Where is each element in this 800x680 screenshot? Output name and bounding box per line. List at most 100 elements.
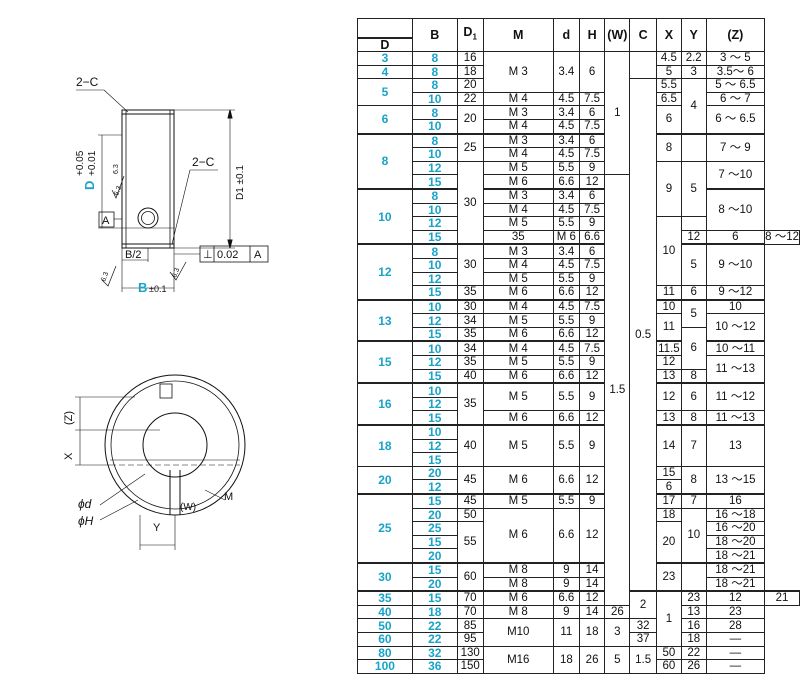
cell-d1: 70	[456, 590, 484, 606]
cell-m: M 5	[482, 424, 554, 467]
cell-x: 32	[629, 618, 657, 633]
cell-d-small: 11	[552, 618, 580, 647]
cell-y: 8	[680, 410, 707, 426]
datum-label: A	[102, 215, 110, 227]
cell-x: 23	[655, 561, 682, 592]
cell-d-small: 6.6	[552, 507, 580, 564]
cell-m: M 6	[552, 229, 580, 245]
cell-d-small: 3.4	[552, 105, 580, 120]
cell-b: 12	[411, 313, 458, 328]
cell-z: 11 ～13	[705, 410, 766, 426]
cell-d1: 34	[456, 340, 484, 357]
cell-x: 6.5	[655, 91, 682, 107]
cell-x: 37	[629, 631, 657, 647]
cell-c: 0.5	[629, 78, 657, 592]
cell-d: 18	[357, 424, 413, 467]
cell-z: —	[705, 659, 766, 674]
dim-d-tol-lower: +0.01	[87, 150, 98, 176]
cell-y: 8	[680, 465, 707, 495]
cell-d: 15	[357, 340, 413, 384]
cell-z: 9 ～10	[705, 243, 766, 287]
header-d1: D1	[456, 18, 484, 52]
cell-b: 22	[411, 618, 458, 633]
cell-m: M 5	[482, 216, 554, 231]
cell-d: 10	[357, 187, 413, 245]
cell-b: 10	[411, 340, 458, 357]
cell-b: 8	[411, 187, 458, 204]
header-w: (W)	[604, 18, 631, 52]
cell-m: M 4	[482, 147, 554, 162]
cell-x: 4.5	[655, 51, 682, 66]
cell-z: 10 ～11	[705, 340, 766, 357]
cell-m: M 8	[482, 561, 554, 578]
cell-d-small: 5.5	[552, 382, 580, 412]
cell-z: 10	[705, 298, 766, 315]
cell-x: 26	[604, 604, 631, 620]
cell-d-small: 3.4	[552, 51, 580, 93]
cell-x: 50	[655, 645, 682, 661]
cell-z: 6 ～ 7	[705, 91, 766, 107]
cell-b: 15	[411, 368, 458, 384]
cell-d-small: 6.6	[552, 174, 580, 190]
cell-d: 80	[357, 645, 413, 661]
cell-b: 15	[411, 174, 458, 190]
cell-d-small: 18	[552, 645, 580, 674]
dim-b-tol: ±0.1	[149, 284, 166, 294]
cell-h: 9	[578, 355, 606, 370]
cell-m: M 3	[482, 243, 554, 259]
cell-h: 7.5	[578, 147, 606, 162]
cell-d1: 30	[456, 298, 484, 315]
cell-b: 15	[411, 410, 458, 426]
cell-y: 4	[680, 78, 707, 135]
cell-z: 8 ～10	[705, 187, 766, 231]
cell-m: M 6	[482, 174, 554, 190]
cell-d1: 18	[456, 64, 484, 80]
cell-y: 7	[680, 492, 707, 509]
cell-d: 4	[357, 64, 413, 80]
cell-y: 3	[680, 64, 707, 80]
cell-x: 9	[655, 160, 682, 218]
cell-m: M 4	[482, 118, 554, 135]
cell-d1: 60	[456, 561, 484, 592]
cell-d: 100	[357, 659, 413, 674]
cell-x: 5.5	[655, 78, 682, 93]
cell-m: M 4	[482, 91, 554, 107]
cell-y: 16	[680, 618, 707, 633]
cell-z: 16 ～20	[705, 521, 766, 536]
cell-b: 18	[411, 604, 458, 620]
header-d: D	[357, 37, 413, 52]
roughness-mid: 6.3	[113, 164, 120, 174]
label-h: ϕH	[78, 514, 94, 528]
cell-y: 18	[680, 631, 707, 647]
cell-d1: 130	[456, 645, 484, 661]
collar-side-body	[121, 109, 175, 249]
cell-z: —	[705, 645, 766, 661]
cell-d1: 95	[456, 631, 484, 647]
cell-d-small: 6.6	[552, 368, 580, 384]
cell-z: 10 ～12	[705, 313, 766, 342]
cell-m: M 6	[482, 590, 554, 606]
header-z: (Z)	[705, 18, 766, 52]
roughness-bottom-right: 6.3	[171, 267, 181, 279]
cell-b: 15	[411, 285, 458, 301]
cell-d-small: 9	[552, 604, 580, 620]
cell-b: 12	[411, 479, 458, 495]
collar-front-bore	[142, 412, 208, 478]
cell-b: 10	[411, 382, 458, 398]
cell-d1: 85	[456, 618, 484, 633]
chamfer-right-label: 2−C	[192, 155, 215, 169]
cell-c: 1	[655, 590, 682, 647]
cell-x: 18	[655, 507, 682, 523]
cell-x: 14	[655, 424, 682, 467]
cell-b: 15	[411, 326, 458, 342]
cell-m: M 8	[482, 604, 554, 620]
cell-b: 12	[411, 216, 458, 231]
cell-m: M16	[482, 645, 554, 674]
screw-hole	[137, 207, 159, 229]
cell-d-small: 5.5	[552, 492, 580, 509]
cell-d1: 16	[456, 51, 484, 66]
cell-d1: 40	[456, 424, 484, 467]
cell-h: 6	[578, 132, 606, 149]
perp-datum: A	[254, 249, 262, 261]
